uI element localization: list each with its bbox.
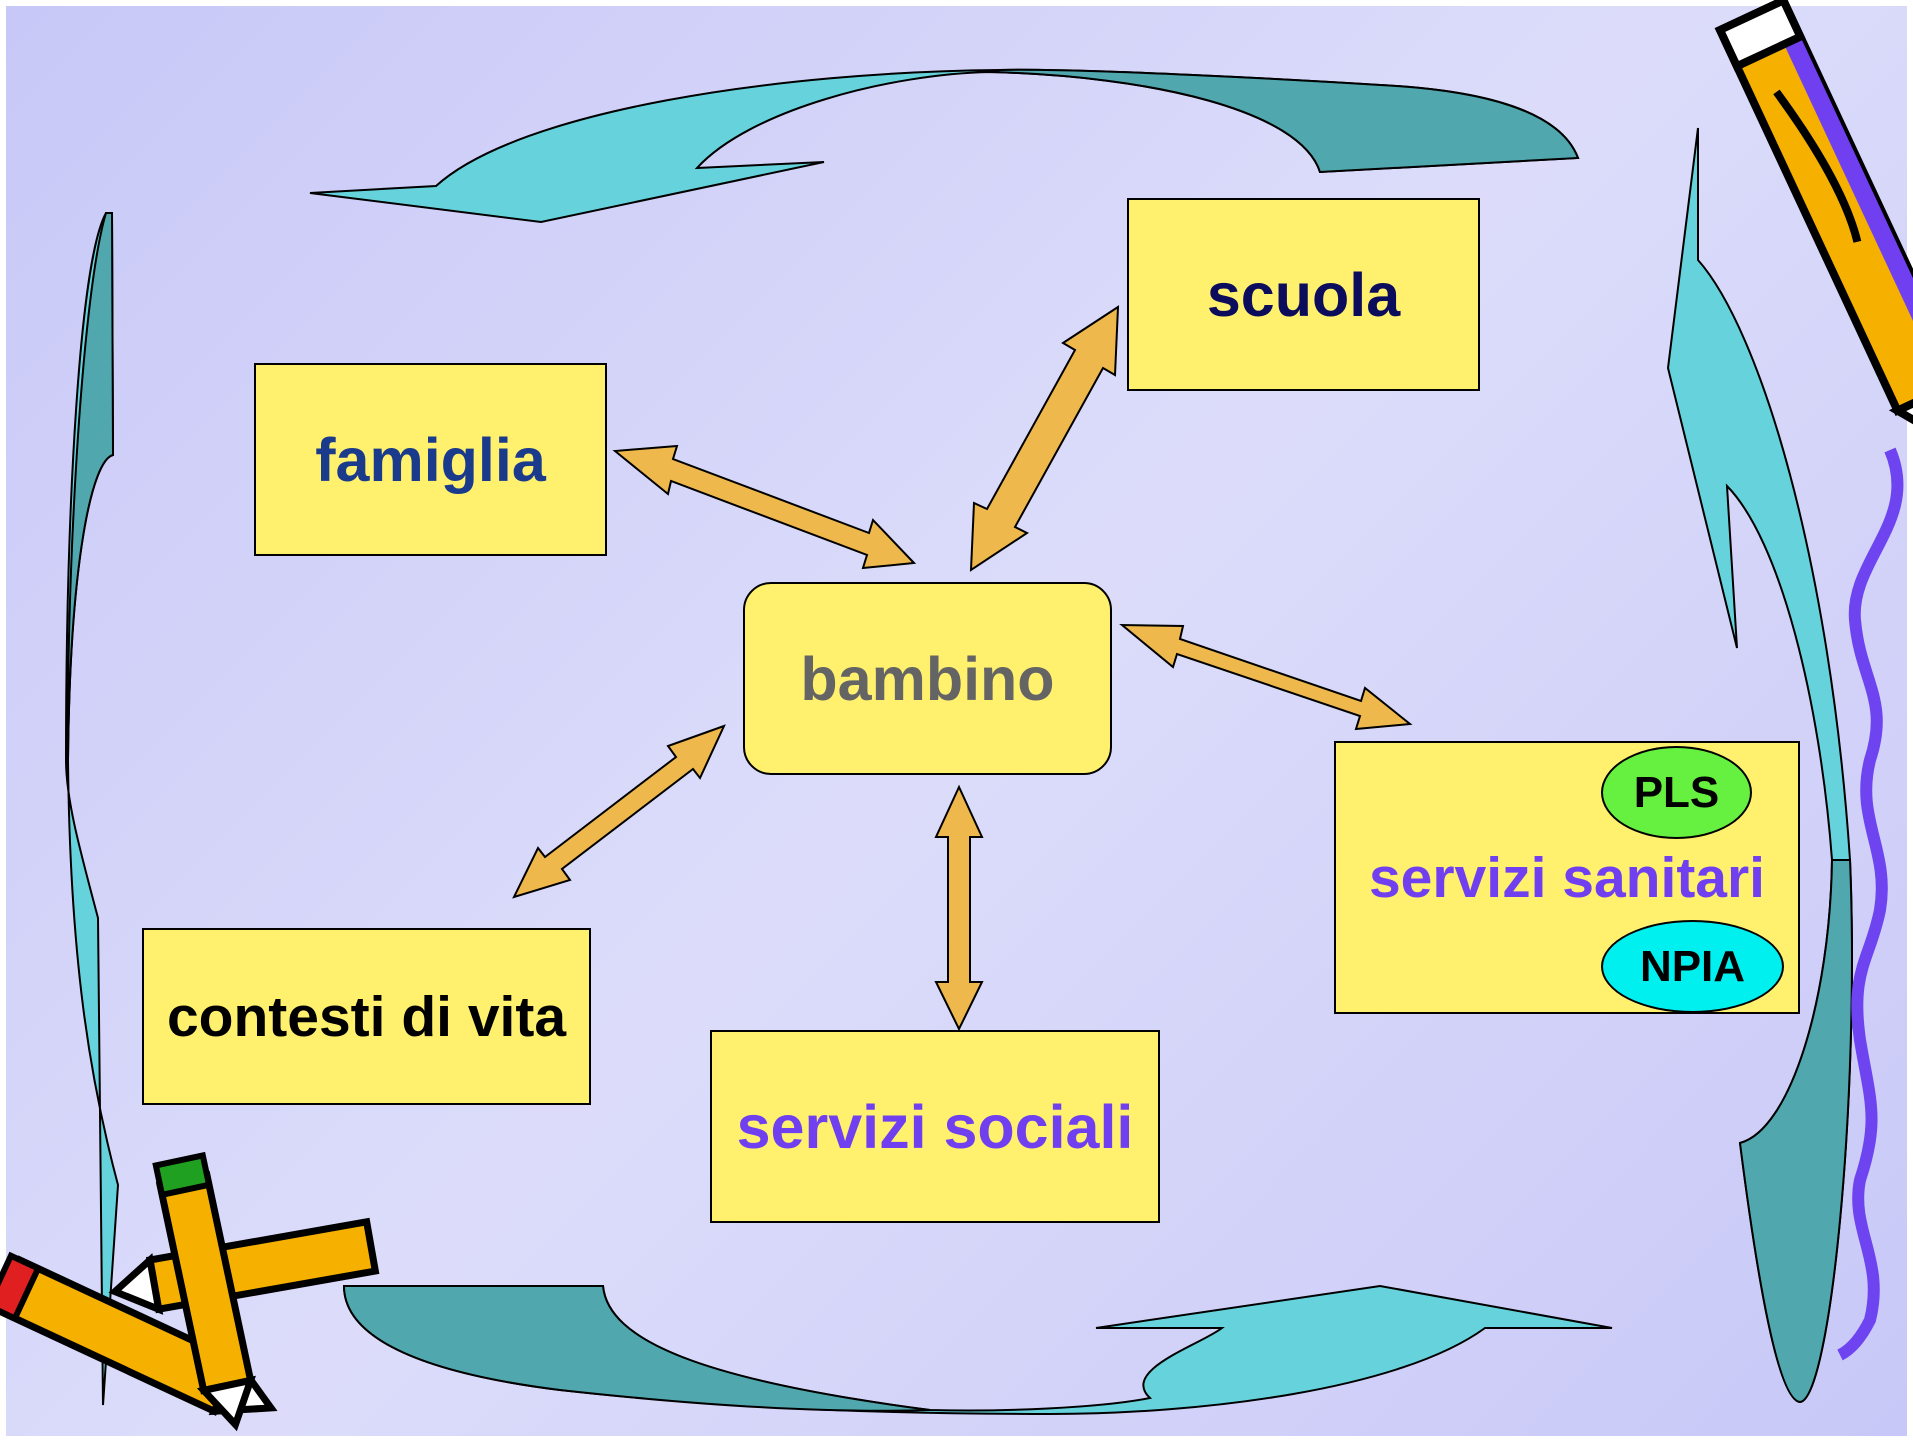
swirl-arrow-left [64, 212, 120, 1406]
badge-pls: PLS [1601, 746, 1752, 839]
npia-label: NPIA [1639, 941, 1746, 991]
scuola-label: scuola [1206, 260, 1401, 329]
arrow-contesti-bambino [512, 724, 726, 899]
badge-npia: NPIA [1601, 920, 1784, 1013]
arrow-scuola-bambino [969, 305, 1120, 572]
pencil-clipart-top-right [1714, 0, 1913, 448]
node-bambino: bambino [743, 582, 1112, 775]
arrow-famiglia-bambino [612, 444, 917, 570]
arrow-sociali-bambino [934, 784, 984, 1032]
pls-label: PLS [1633, 767, 1720, 817]
bambino-label: bambino [800, 644, 1055, 713]
sanitari-label: servizi sanitari [1368, 845, 1766, 910]
swirl-arrow-right [1666, 127, 1853, 1404]
famiglia-label: famiglia [315, 425, 546, 494]
node-scuola: scuola [1127, 198, 1480, 391]
node-contesti-di-vita: contesti di vita [142, 928, 591, 1105]
swirl-arrow-top [309, 68, 1580, 224]
node-famiglia: famiglia [254, 363, 607, 556]
sociali-label: servizi sociali [736, 1092, 1134, 1161]
purple-squiggle [1837, 447, 1904, 1361]
arrow-sanitari-bambino [1119, 623, 1413, 731]
node-servizi-sociali: servizi sociali [710, 1030, 1160, 1223]
swirl-arrow-bottom [342, 1284, 1613, 1416]
pencils-clipart-bottom-left [0, 1151, 380, 1432]
contesti-label: contesti di vita [166, 984, 567, 1049]
